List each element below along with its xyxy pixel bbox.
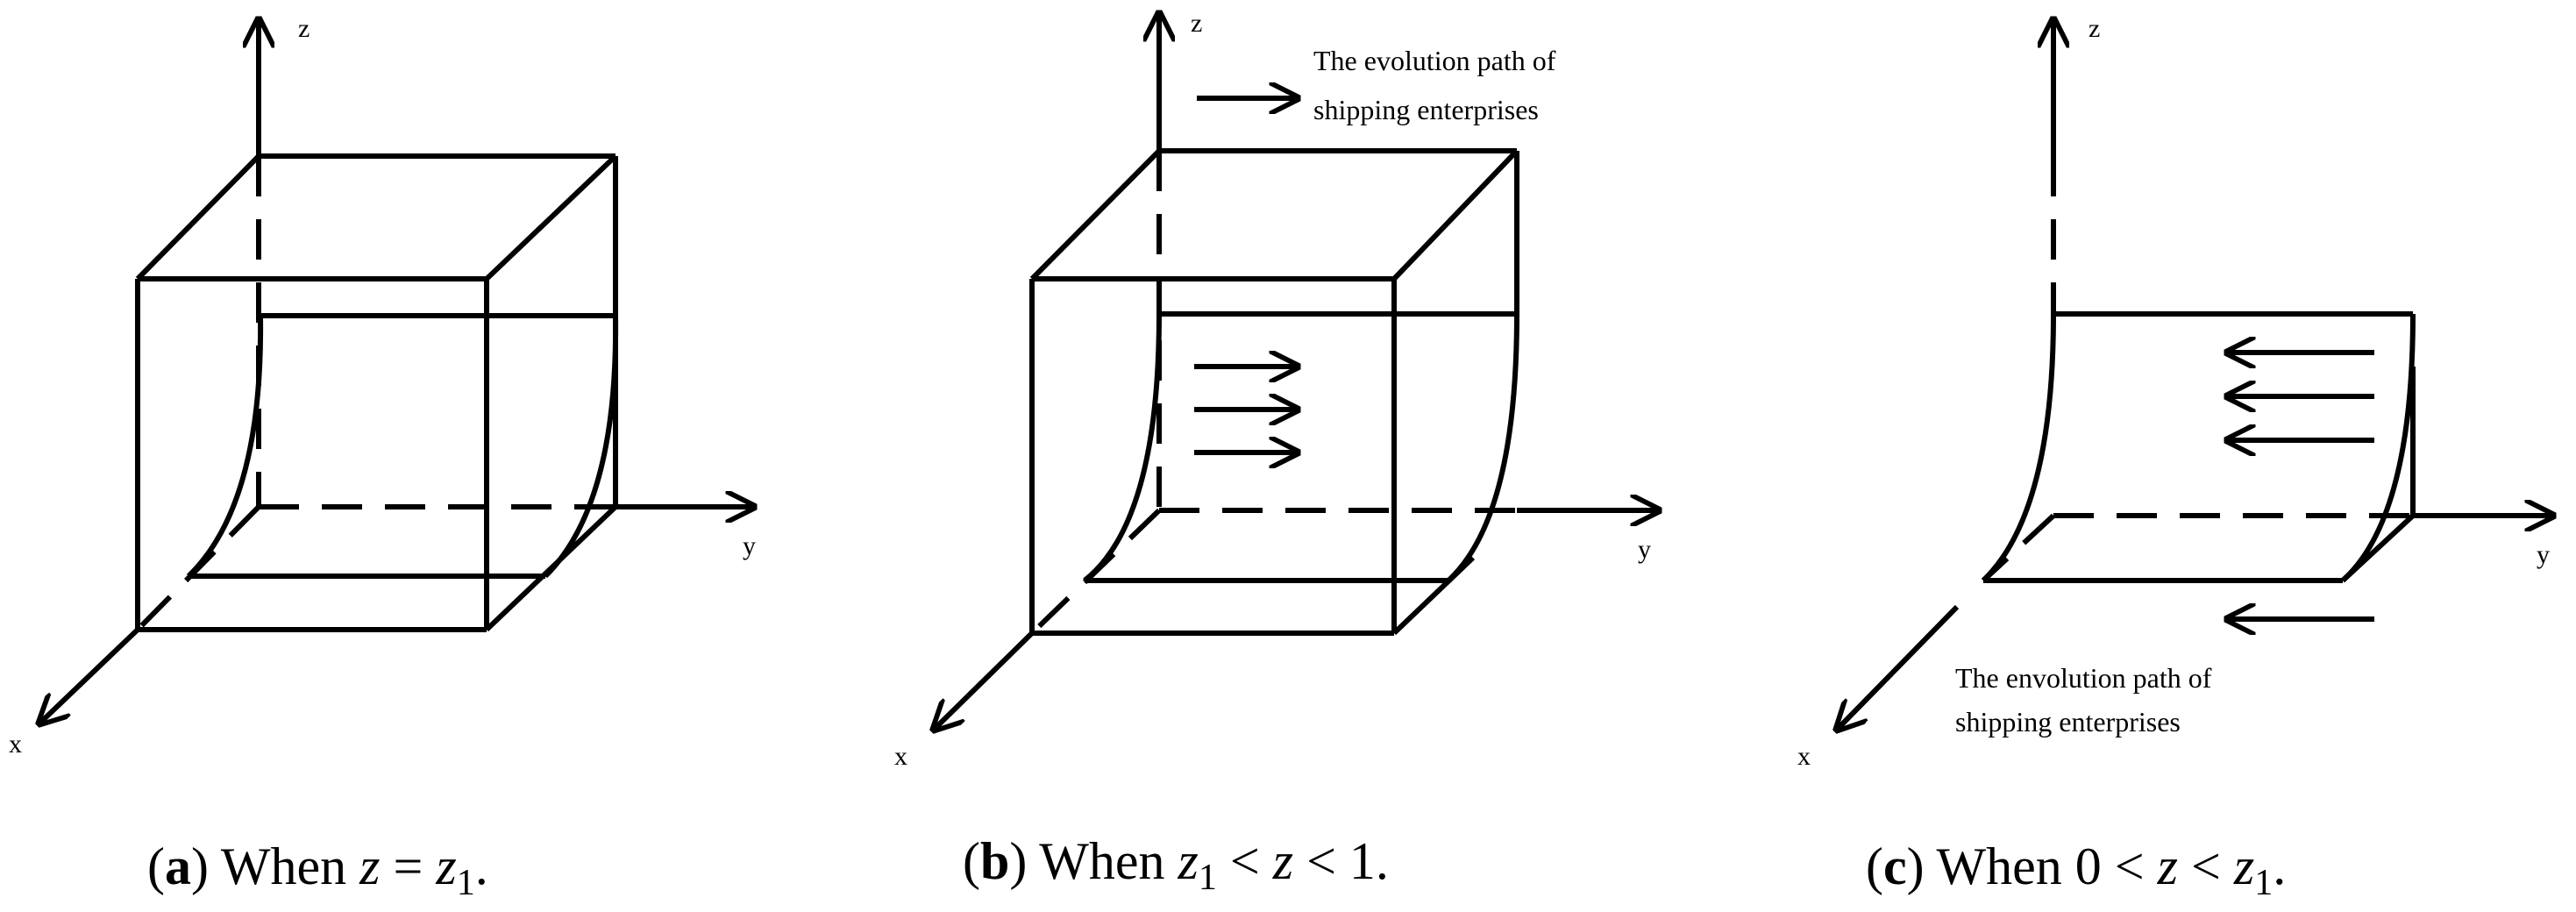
x-axis-label: x [894, 742, 907, 771]
caption-b: (b) When z1 < z < 1. [963, 832, 1389, 898]
surface-bottom-edge [2340, 513, 2416, 583]
x-axis [39, 627, 140, 723]
z-axis-label: z [1191, 9, 1202, 38]
cube-top-face [1029, 148, 1519, 281]
caption-a: (a) When z = z1. [147, 837, 488, 903]
equilibrium-surface [1083, 311, 1519, 583]
cube-front-face [135, 276, 489, 632]
panel-a-labels: z y x [9, 14, 756, 759]
x-axis [934, 631, 1035, 730]
hidden-edges [1981, 156, 2413, 583]
y-axis-label: y [1638, 535, 1651, 564]
panel-b-labels: z y x The evolution path of shipping ent… [894, 9, 1651, 771]
z-axis-label: z [2089, 14, 2100, 43]
y-axis-label: y [743, 531, 756, 560]
annotation-line-1: The envolution path of [1955, 662, 2212, 694]
annotation-line-2: shipping enterprises [1313, 94, 1539, 125]
panel-c [1837, 19, 2553, 730]
x-axis-label: x [1797, 742, 1811, 771]
cube-back-edges [484, 156, 618, 632]
panel-c-labels: z y x The envolution path of shipping en… [1797, 14, 2550, 771]
x-axis [1837, 604, 1960, 730]
y-axis-label: y [2537, 540, 2550, 569]
panel-a [39, 19, 754, 723]
cube-top-face [135, 153, 618, 281]
panel-b [934, 13, 1659, 730]
x-axis-label: x [9, 730, 22, 759]
equilibrium-surface [186, 313, 619, 579]
caption-c: (c) When 0 < z < z1. [1866, 837, 2286, 903]
annotation-line-2: shipping enterprises [1955, 706, 2181, 737]
annotation-line-1: The evolution path of [1313, 45, 1556, 76]
cube-front-face [1029, 276, 1397, 636]
z-axis-label: z [298, 14, 310, 43]
